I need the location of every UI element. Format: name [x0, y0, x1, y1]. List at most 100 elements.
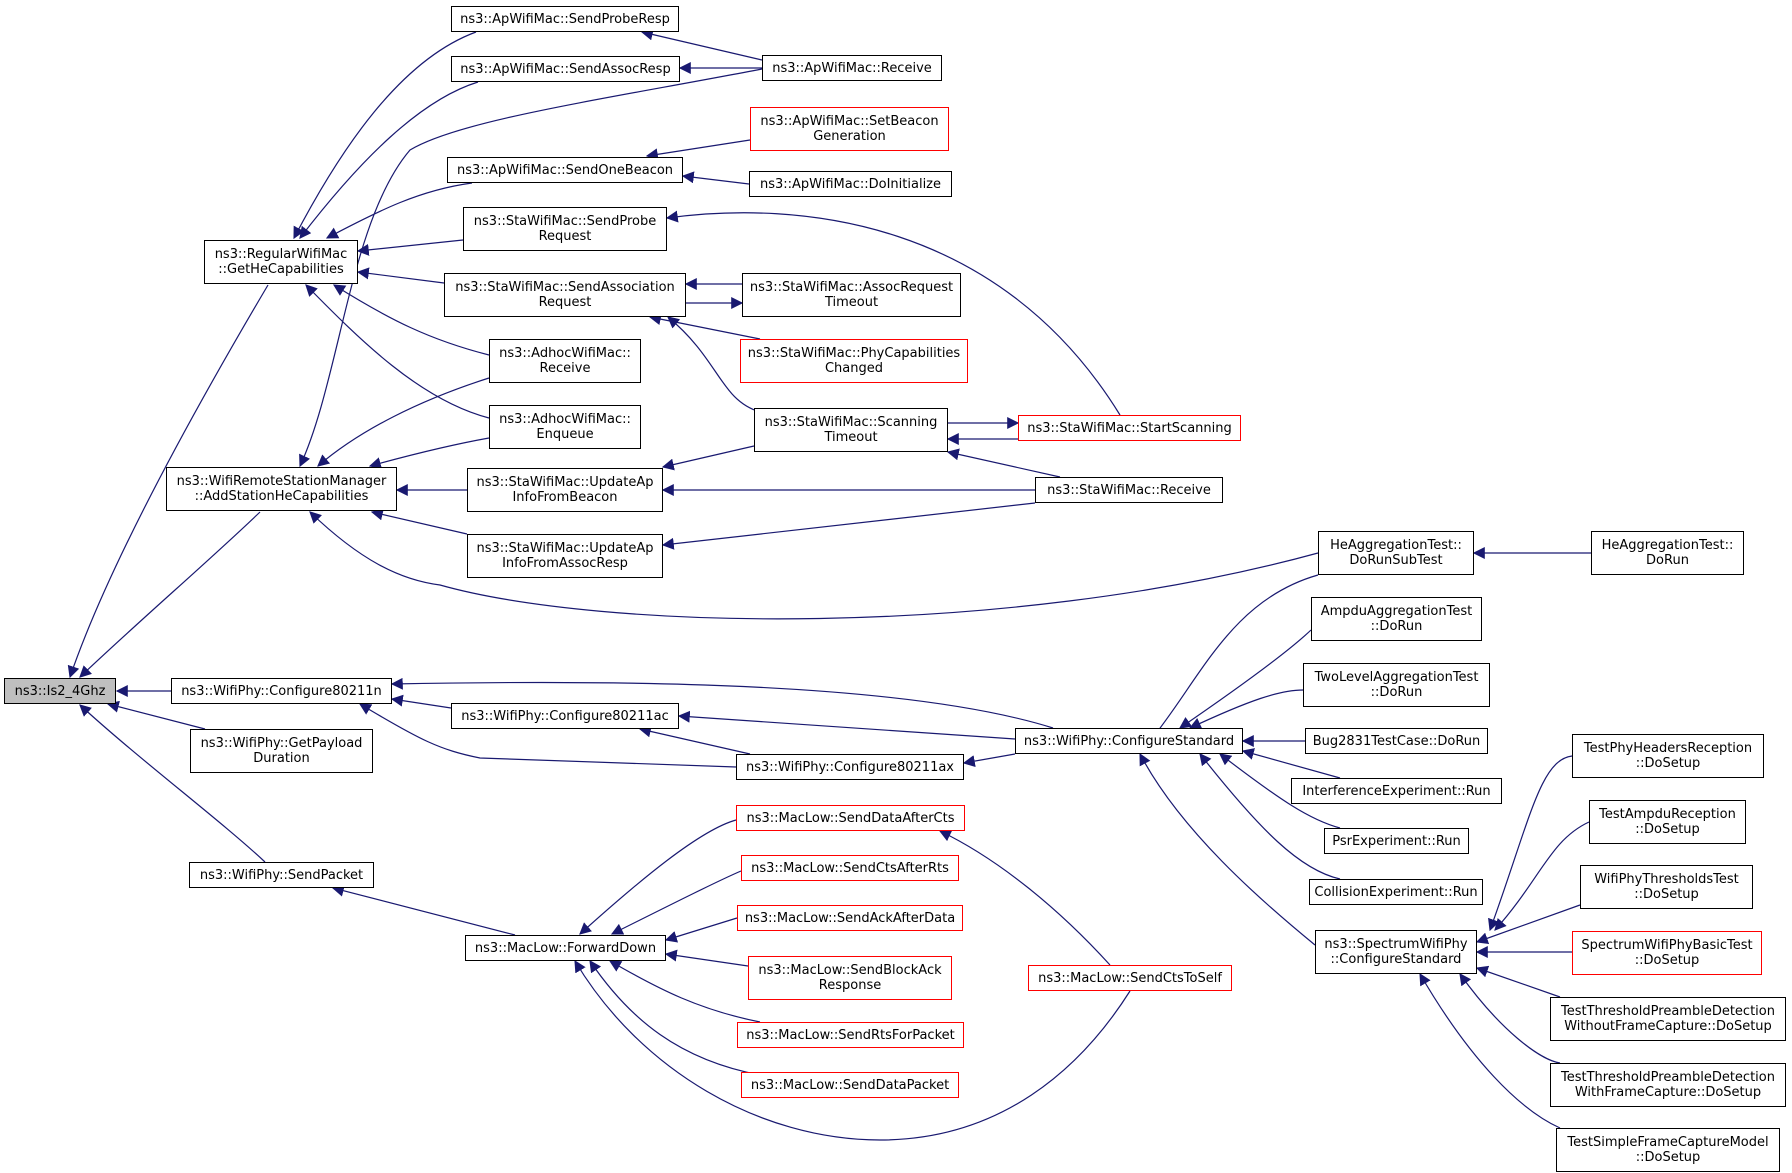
- node-label-line2: DoRun: [1646, 553, 1689, 568]
- node-label-line2: Timeout: [824, 295, 879, 310]
- node-apwifimac-sendproberesp[interactable]: ns3::ApWifiMac::SendProbeResp: [451, 6, 679, 32]
- node-stawifimac-receive[interactable]: ns3::StaWifiMac::Receive: [1035, 477, 1223, 503]
- edge-spectrum-tpdwithout: [1475, 965, 1561, 998]
- node-maclow-sendctstoself[interactable]: ns3::MacLow::SendCtsToSelf: [1028, 965, 1232, 991]
- edge-forwarddown-ctsafterrts: [610, 870, 742, 935]
- edge-updatefromassoc-stareceive: [661, 502, 1036, 550]
- node-maclow-sendctsafterrts[interactable]: ns3::MacLow::SendCtsAfterRts: [741, 855, 959, 881]
- node-interferenceexperiment-run[interactable]: InterferenceExperiment::Run: [1291, 778, 1502, 804]
- node-label-line2: ::GetHeCapabilities: [218, 262, 344, 277]
- node-maclow-forwarddown[interactable]: ns3::MacLow::ForwardDown: [465, 935, 666, 961]
- node-label-line2: ::DoRun: [1370, 619, 1423, 634]
- node-regularwifimac-gethecapabilities[interactable]: ns3::RegularWifiMac ::GetHeCapabilities: [204, 240, 358, 284]
- node-label-line2: ::AddStationHeCapabilities: [194, 489, 369, 504]
- node-label-line1: ns3::StaWifiMac::Receive: [1047, 482, 1211, 498]
- node-label-line1: ns3::StaWifiMac::UpdateAp: [476, 541, 654, 556]
- node-maclow-sendackafterdata[interactable]: ns3::MacLow::SendAckAfterData: [737, 905, 963, 931]
- edge-forwarddown-blockack: [664, 949, 749, 967]
- node-apwifimac-receive[interactable]: ns3::ApWifiMac::Receive: [762, 55, 942, 81]
- node-label-line1: ns3::MacLow::SendDataAfterCts: [746, 810, 955, 826]
- node-apwifimac-sendassocresp[interactable]: ns3::ApWifiMac::SendAssocResp: [451, 56, 680, 82]
- node-maclow-senddatapacket[interactable]: ns3::MacLow::SendDataPacket: [741, 1072, 959, 1098]
- edge-spectrum-ampdureception: [1494, 821, 1590, 931]
- edge-configurestd-collision: [1199, 753, 1341, 880]
- node-spectrumwifiphybasictest-dosetup[interactable]: SpectrumWifiPhyBasicTest ::DoSetup: [1572, 931, 1762, 975]
- node-wifiphy-sendpacket[interactable]: ns3::WifiPhy::SendPacket: [189, 862, 374, 888]
- node-wifiphy-configurestandard[interactable]: ns3::WifiPhy::ConfigureStandard: [1015, 728, 1243, 754]
- node-stawifimac-updateapinfofrombeacon[interactable]: ns3::StaWifiMac::UpdateAp InfoFromBeacon: [467, 468, 663, 512]
- node-twolevelaggregationtest-dorun[interactable]: TwoLevelAggregationTest ::DoRun: [1303, 663, 1490, 707]
- edge-80211n-80211ac: [390, 694, 452, 709]
- node-wifiphy-getpayloadduration[interactable]: ns3::WifiPhy::GetPayload Duration: [190, 729, 373, 773]
- edge-gethe-sendproberesp: [293, 31, 477, 240]
- node-ampduaggregationtest-dorun[interactable]: AmpduAggregationTest ::DoRun: [1311, 597, 1482, 641]
- node-wifiphy-configure80211ac[interactable]: ns3::WifiPhy::Configure80211ac: [451, 703, 679, 729]
- node-label-line1: TestSimpleFrameCaptureModel: [1567, 1135, 1769, 1150]
- node-spectrumwifiphy-configurestandard[interactable]: ns3::SpectrumWifiPhy ::ConfigureStandard: [1315, 930, 1477, 974]
- edge-forwarddown-dataaftercts: [579, 819, 737, 935]
- edge-configurestd-dorunsubtest: [1149, 574, 1319, 742]
- node-stawifimac-assocrequesttimeout[interactable]: ns3::StaWifiMac::AssocRequest Timeout: [742, 273, 961, 317]
- edge-addsta-dorunsubtest: [309, 511, 1319, 620]
- node-stawifimac-sendproberequest[interactable]: ns3::StaWifiMac::SendProbe Request: [463, 207, 667, 251]
- node-maclow-sendblockackresponse[interactable]: ns3::MacLow::SendBlockAck Response: [748, 956, 952, 1000]
- node-label-line2: WithoutFrameCapture::DoSetup: [1564, 1019, 1772, 1034]
- node-stawifimac-sendassociationrequest[interactable]: ns3::StaWifiMac::SendAssociation Request: [444, 273, 686, 317]
- node-testampdureception-dosetup[interactable]: TestAmpduReception ::DoSetup: [1589, 800, 1746, 844]
- edge-is2-addstationhecapabilities: [79, 511, 261, 678]
- node-label-line1: ns3::StaWifiMac::SendAssociation: [455, 280, 675, 295]
- node-maclow-sendrtsforpacket[interactable]: ns3::MacLow::SendRtsForPacket: [737, 1022, 964, 1048]
- node-label-line2: WithFrameCapture::DoSetup: [1574, 1085, 1762, 1100]
- node-label-line1: ns3::AdhocWifiMac::: [499, 412, 631, 427]
- node-label-line1: ns3::ApWifiMac::SetBeacon: [760, 114, 939, 129]
- edge-80211n-80211ax: [358, 703, 737, 768]
- node-label-line2: Changed: [824, 361, 884, 376]
- edge-80211ac-configurestandard: [677, 710, 1016, 740]
- node-heaggregationtest-dorun[interactable]: HeAggregationTest:: DoRun: [1591, 531, 1744, 575]
- node-adhocwifimac-receive[interactable]: ns3::AdhocWifiMac:: Receive: [489, 339, 641, 383]
- node-stawifimac-phycapabilitieschanged[interactable]: ns3::StaWifiMac::PhyCapabilities Changed: [740, 339, 968, 383]
- node-label-line2: DoRunSubTest: [1349, 553, 1443, 568]
- node-testsimpleframecapturemodel-dosetup[interactable]: TestSimpleFrameCaptureModel ::DoSetup: [1556, 1128, 1780, 1172]
- node-stawifimac-startscanning[interactable]: ns3::StaWifiMac::StartScanning: [1018, 415, 1241, 441]
- node-wifiphy-configure80211ax[interactable]: ns3::WifiPhy::Configure80211ax: [736, 754, 964, 780]
- node-apwifimac-sendonebeacon[interactable]: ns3::ApWifiMac::SendOneBeacon: [447, 157, 683, 183]
- node-label-line2: ::DoSetup: [1635, 822, 1700, 837]
- node-maclow-senddataaftercts[interactable]: ns3::MacLow::SendDataAfterCts: [736, 805, 965, 831]
- node-apwifimac-setbeacongeneration[interactable]: ns3::ApWifiMac::SetBeacon Generation: [750, 107, 949, 151]
- node-wifiphythresholdstest-dosetup[interactable]: WifiPhyThresholdsTest ::DoSetup: [1580, 865, 1753, 909]
- edge-is2-getpayloadduration: [106, 700, 206, 730]
- node-label-line1: ns3::MacLow::SendCtsToSelf: [1038, 970, 1222, 986]
- node-label-line2: ::DoSetup: [1635, 1150, 1701, 1165]
- node-label-line1: ns3::AdhocWifiMac::: [499, 346, 631, 361]
- edge-spectrum-phyheaders: [1488, 755, 1573, 932]
- node-label-line2: ::DoSetup: [1634, 887, 1699, 902]
- node-heaggregationtest-dorunsubtest[interactable]: HeAggregationTest:: DoRunSubTest: [1318, 531, 1474, 575]
- edge-sendpacket-forwarddown: [331, 884, 516, 936]
- node-wifiremotestationmanager-addstationhecapabilities[interactable]: ns3::WifiRemoteStationManager ::AddStati…: [166, 467, 397, 511]
- node-label-line1: PsrExperiment::Run: [1332, 833, 1461, 849]
- edge-updatefrombeacon-scanningtimeout: [661, 445, 755, 471]
- node-apwifimac-doinitialize[interactable]: ns3::ApWifiMac::DoInitialize: [749, 171, 952, 197]
- node-label-line2: Response: [818, 978, 882, 993]
- node-collisionexperiment-run[interactable]: CollisionExperiment::Run: [1309, 879, 1483, 905]
- edge-configurestd-ampdu: [1179, 629, 1312, 729]
- node-wifiphy-configure80211n[interactable]: ns3::WifiPhy::Configure80211n: [171, 678, 392, 704]
- edge-addsta-adhocreceive: [317, 377, 490, 467]
- node-adhocwifimac-enqueue[interactable]: ns3::AdhocWifiMac:: Enqueue: [489, 405, 641, 449]
- node-label-line1: ns3::WifiPhy::ConfigureStandard: [1023, 733, 1235, 749]
- node-psrexperiment-run[interactable]: PsrExperiment::Run: [1324, 828, 1469, 854]
- node-testthresholdpreambledetection-withoutframecapture-dosetup[interactable]: TestThresholdPreambleDetection WithoutFr…: [1550, 997, 1786, 1041]
- node-stawifimac-scanningtimeout[interactable]: ns3::StaWifiMac::Scanning Timeout: [754, 408, 948, 452]
- node-label-line1: ns3::WifiPhy::Configure80211ax: [745, 759, 955, 775]
- node-is2-4ghz: ns3::Is2_4Ghz: [4, 678, 116, 704]
- node-label-line2: ::DoSetup: [1635, 756, 1701, 771]
- node-bug2831testcase-dorun[interactable]: Bug2831TestCase::DoRun: [1305, 728, 1488, 754]
- node-testthresholdpreambledetection-withframecapture-dosetup[interactable]: TestThresholdPreambleDetection WithFrame…: [1550, 1063, 1786, 1107]
- node-label-line1: ns3::StaWifiMac::AssocRequest: [749, 280, 954, 295]
- edge-sendproberequest-startscanning: [665, 210, 1121, 416]
- node-stawifimac-updateapinfofromassocresp[interactable]: ns3::StaWifiMac::UpdateAp InfoFromAssocR…: [467, 534, 663, 578]
- node-label-line1: ns3::WifiPhy::Configure80211n: [181, 683, 382, 699]
- node-testphyheadersreception-dosetup[interactable]: TestPhyHeadersReception ::DoSetup: [1572, 734, 1764, 778]
